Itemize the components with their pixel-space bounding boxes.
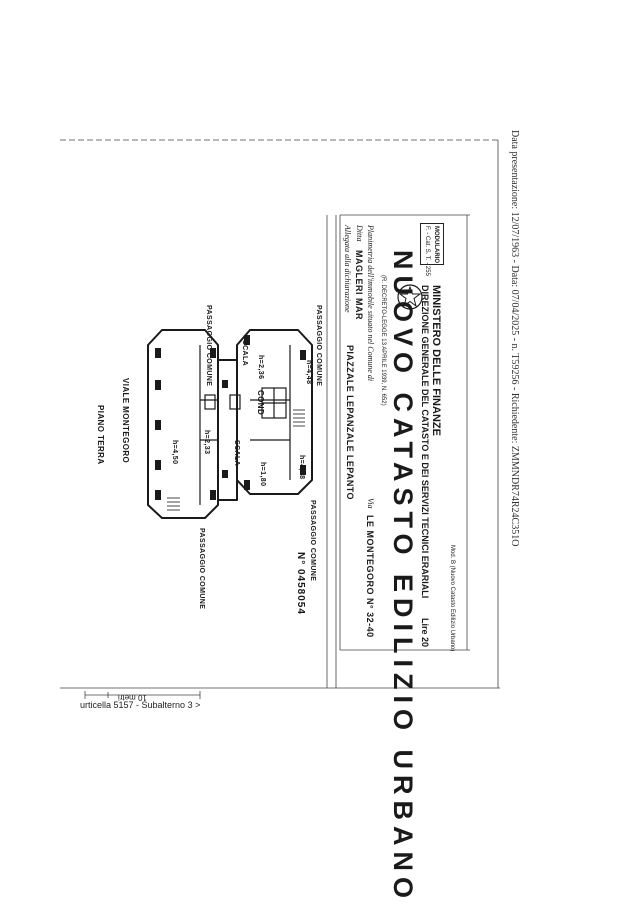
protocol-number: N° 0458054 bbox=[295, 552, 306, 615]
modulario-code: F. - Cat. S. T. - 255 bbox=[424, 226, 430, 276]
stair-label-2: SCALA bbox=[233, 440, 240, 467]
parcel-reference: urticella 5157 - Subalterno 3 > bbox=[80, 700, 201, 710]
modulario-box: MODULARIO F. - Cat. S. T. - 255 bbox=[420, 223, 444, 276]
viale-label: VIALE MONTEGORO bbox=[121, 378, 130, 464]
piazzale-label: PIAZZALE LEPANZALE LEPANTO bbox=[345, 345, 355, 500]
height-label-1: h=4,48 bbox=[305, 360, 312, 385]
ditta-value: MAGLERI MAR bbox=[354, 250, 364, 320]
ministry-label: MINISTERO DELLE FINANZE bbox=[430, 285, 442, 436]
republic-emblem-icon bbox=[397, 284, 423, 310]
price-label: Lire 20 bbox=[420, 618, 430, 648]
model-code: Mod. B (Nuovo Catasto Edilizio Urbano) bbox=[449, 545, 455, 652]
height-label-6: h=1,80 bbox=[259, 462, 266, 487]
passaggio-bottom-left: PASSAGGIO COMUNE bbox=[198, 528, 205, 610]
via-label: Via bbox=[366, 498, 375, 509]
height-label-4: h=2,33 bbox=[203, 430, 210, 455]
passaggio-bottom: PASSAGGIO COMUNE bbox=[309, 500, 316, 582]
planimetria-label: Planimetria dell'immobile situato nel Co… bbox=[366, 225, 375, 382]
passaggio-top-right: PASSAGGIO COMUNE bbox=[315, 305, 322, 387]
ditta-label: Ditta bbox=[355, 225, 364, 242]
decree-label: (R. DECRETO-LEGGE 13 APRILE 1939, N. 652… bbox=[380, 275, 386, 406]
piano-label: PIANO TERRA bbox=[96, 405, 105, 465]
document-title: NUOVO CATASTO EDILIZIO URBANO bbox=[388, 250, 418, 904]
height-label-2: h=4,48 bbox=[298, 455, 305, 480]
submission-stamp: Data presentazione: 12/07/1963 - Data: 0… bbox=[509, 130, 520, 547]
modulario-label: MODULARIO bbox=[433, 226, 439, 263]
via-value: LE MONTEGORO N° 32-40 bbox=[365, 515, 375, 638]
stair-label-1: SCALA bbox=[241, 340, 248, 367]
height-label-5: h=4,50 bbox=[171, 440, 178, 465]
passaggio-top-left: PASSAGGIO COMUNE bbox=[205, 305, 212, 387]
allegata-label: Allegata alla dichiarazione bbox=[343, 225, 352, 313]
cond-label: COND bbox=[256, 390, 265, 416]
height-label-3: h=2,36 bbox=[257, 355, 264, 380]
direction-label: DIREZIONE GENERALE DEL CATASTO E DEI SER… bbox=[420, 285, 430, 599]
